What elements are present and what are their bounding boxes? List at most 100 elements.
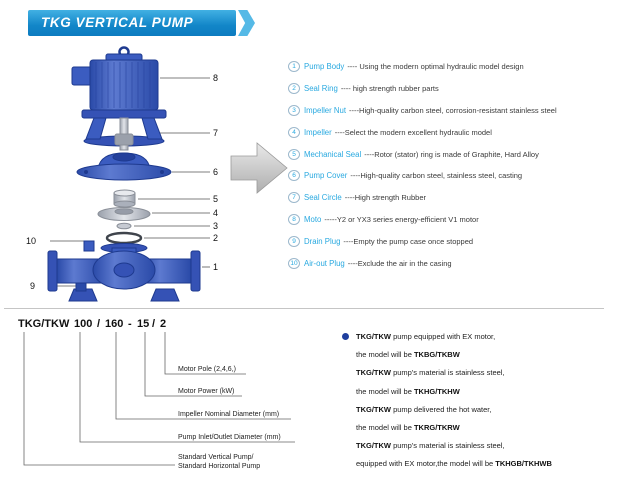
note-text: pump's material is stainless steel, <box>391 368 505 378</box>
note-bold: TKG/TKW <box>356 441 391 451</box>
seal-ring-graphic <box>105 231 143 245</box>
part-name: Seal Ring <box>304 84 338 94</box>
motor-stand-graphic <box>83 117 165 151</box>
note-line: TKG/TKW pump's material is stainless ste… <box>356 364 552 382</box>
part-number-badge: 2 <box>288 83 300 95</box>
part-name: Seal Circle <box>304 193 342 203</box>
part-item: 4 Impeller ----Select the modern excelle… <box>288 121 557 143</box>
pump-exploded-diagram <box>47 46 210 302</box>
part-number-badge: 10 <box>288 257 300 269</box>
part-number-badge: 1 <box>288 61 300 73</box>
note-text: equipped with EX motor,the model will be <box>356 459 496 469</box>
model-code-series: TKG/TKW <box>18 318 70 330</box>
diagram-callout-10: 10 <box>26 236 37 246</box>
model-code-sep1: / <box>97 318 101 330</box>
impeller-graphic <box>97 207 151 221</box>
pump-body-graphic <box>47 240 201 302</box>
part-item: 2 Seal Ring ---- high strength rubber pa… <box>288 78 557 100</box>
note-line: the model will be TKRG/TKRW <box>356 419 552 437</box>
bullet-icon <box>342 333 349 340</box>
diagram-callout-6: 6 <box>213 167 219 177</box>
diagram-callout-5: 5 <box>213 194 219 204</box>
note-text: the model will be <box>356 350 414 360</box>
model-code-pole: 2 <box>160 318 167 330</box>
title-banner: TKG VERTICAL PUMP <box>28 10 236 36</box>
part-item: 3 Impeller Nut ----High-quality carbon s… <box>288 100 557 122</box>
part-item: 6 Pump Cover ----High-quality carbon ste… <box>288 165 557 187</box>
note-line: the model will be TKBG/TKBW <box>356 346 552 364</box>
model-code-sep2: - <box>128 318 132 330</box>
part-name: Air-out Plug <box>304 258 345 268</box>
part-number-badge: 9 <box>288 235 300 247</box>
note-bold: TKG/TKW <box>356 332 391 341</box>
part-item: 5 Mechanical Seal ----Rotor (stator) rin… <box>288 143 557 165</box>
diagram-callout-7: 7 <box>213 128 219 138</box>
diagram-callout-8: 8 <box>213 73 219 83</box>
part-description: ---- high strength rubber parts <box>340 84 439 94</box>
note-text: the model will be <box>356 422 414 432</box>
part-description: -----Y2 or YX3 series energy-efficient V… <box>324 214 479 224</box>
breakdown-label-motor-power: Motor Power (kW) <box>178 388 235 395</box>
part-description: ----High-quality carbon steel, corrosion… <box>349 105 557 115</box>
part-name: Pump Body <box>304 62 345 72</box>
part-item: 8 Moto -----Y2 or YX3 series energy-effi… <box>288 209 557 231</box>
diagram-callout-4: 4 <box>213 208 219 218</box>
part-name: Moto <box>304 214 322 224</box>
part-item: 9 Drain Plug ----Empty the pump case onc… <box>288 230 557 252</box>
breakdown-label-inlet-outlet: Pump Inlet/Outlet Diameter (mm) <box>178 434 281 441</box>
part-number-badge: 7 <box>288 192 300 204</box>
part-item: 7 Seal Circle ----High strength Rubber <box>288 187 557 209</box>
model-breakdown-lines <box>23 332 295 466</box>
note-text: pump delivered the hot water, <box>391 404 492 414</box>
model-code-inlet: 100 <box>74 318 93 330</box>
motor-graphic <box>71 46 167 119</box>
diagram-callout-1: 1 <box>213 262 219 272</box>
breakdown-label-motor-pole: Motor Pole (2,4,6,) <box>178 366 236 373</box>
part-description: ----Rotor (stator) ring is made of Graph… <box>364 149 539 159</box>
breakdown-label-pump-type: Standard Vertical Pump/ Standard Horizon… <box>178 454 260 471</box>
note-text: the model will be <box>356 386 414 396</box>
part-name: Impeller Nut <box>304 105 347 115</box>
part-number-badge: 4 <box>288 126 300 138</box>
model-code-power: 15 <box>137 318 150 330</box>
note-model-code: TKRG/TKRW <box>413 422 460 432</box>
note-line: equipped with EX motor,the model will be… <box>356 455 552 473</box>
arrow-right-icon <box>230 142 288 194</box>
note-bold: TKG/TKW <box>356 368 391 378</box>
section-divider <box>4 308 604 309</box>
model-code-sep3: / <box>152 318 156 330</box>
part-number-badge: 6 <box>288 170 300 182</box>
notes-section: TKG/TKW pump equipped with EX motor, the… <box>342 328 552 474</box>
breakdown-label-horizontal: Standard Horizontal Pump <box>178 462 261 470</box>
part-name: Pump Cover <box>304 171 348 181</box>
note-text: pump's material is stainless steel, <box>391 441 505 451</box>
part-name: Mechanical Seal <box>304 149 362 159</box>
pump-cover-graphic <box>76 152 172 181</box>
banner-arrow-icon <box>238 10 255 36</box>
note-model-code: TKBG/TKBW <box>413 350 460 360</box>
parts-list: 1 Pump Body ---- Using the modern optima… <box>288 56 557 274</box>
note-line: TKG/TKW pump's material is stainless ste… <box>356 437 552 455</box>
model-code-diameter: 160 <box>105 318 124 330</box>
part-description: ----High strength Rubber <box>344 193 426 203</box>
mechanical-seal-graphic <box>113 189 136 208</box>
diagram-callout-9: 9 <box>30 281 36 291</box>
note-line: the model will be TKHG/TKHW <box>356 383 552 401</box>
part-description: ----Exclude the air in the casing <box>347 258 452 268</box>
page-title: TKG VERTICAL PUMP <box>41 15 194 30</box>
part-number-badge: 3 <box>288 104 300 116</box>
note-lines: TKG/TKW pump equipped with EX motor, the… <box>356 328 552 474</box>
part-description: ----High-quality carbon steel, stainless… <box>350 171 523 181</box>
note-line: TKG/TKW pump delivered the hot water, <box>356 401 552 419</box>
part-number-badge: 8 <box>288 213 300 225</box>
part-description: ----Empty the pump case once stopped <box>343 236 474 246</box>
breakdown-label-impeller-dia: Impeller Nominal Diameter (mm) <box>178 411 280 418</box>
part-name: Drain Plug <box>304 236 341 246</box>
part-number-badge: 5 <box>288 148 300 160</box>
note-model-code: TKHGB/TKHWB <box>495 459 552 469</box>
diagram-callout-3: 3 <box>213 221 219 231</box>
note-text: pump equipped with EX motor, <box>391 332 496 341</box>
part-description: ---- Using the modern optimal hydraulic … <box>347 62 524 72</box>
breakdown-label-vertical: Standard Vertical Pump/ <box>178 454 254 461</box>
